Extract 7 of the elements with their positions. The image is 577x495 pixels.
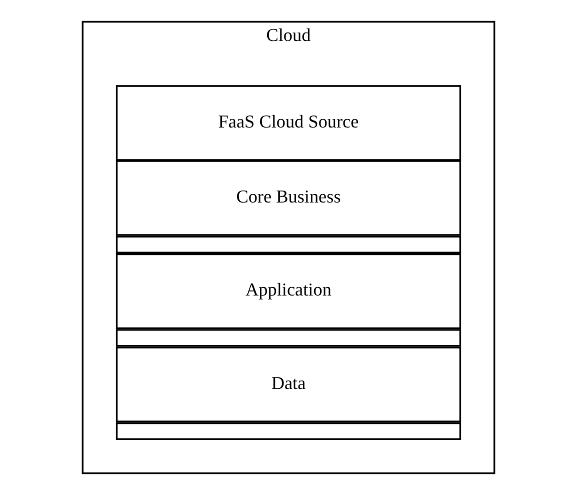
node-bar — [116, 422, 462, 440]
node-box: Data — [116, 346, 462, 422]
node-box: FaaS Cloud Source — [116, 85, 462, 161]
node-box: Application — [116, 253, 462, 330]
node-box: Core Business — [116, 160, 462, 236]
node-bar — [116, 236, 462, 254]
node-bar — [116, 329, 462, 347]
